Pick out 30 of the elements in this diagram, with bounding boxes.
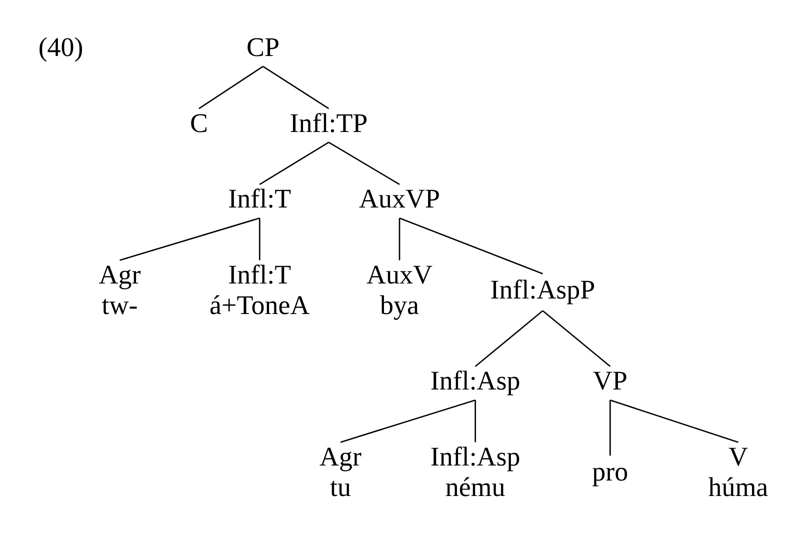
connector xyxy=(610,399,738,443)
node-text: C xyxy=(190,108,208,138)
node-text: AuxVP xyxy=(359,184,440,214)
connector xyxy=(542,310,611,367)
connector xyxy=(340,399,476,443)
node-text: Infl:Asp nému xyxy=(430,441,520,502)
node-text: AuxV bya xyxy=(366,259,432,320)
connector xyxy=(120,217,260,261)
connector xyxy=(259,142,330,185)
node-text: V húma xyxy=(708,441,768,502)
node-text: Infl:TP xyxy=(290,108,368,138)
connector xyxy=(398,218,400,260)
node-text: Infl:Asp xyxy=(430,366,520,396)
connector xyxy=(609,400,611,456)
node-text: pro xyxy=(592,456,628,487)
label: (40) xyxy=(38,32,84,62)
node-text: VP xyxy=(592,366,628,396)
node-text: Agr tu xyxy=(320,441,362,502)
node-text: CP xyxy=(246,32,280,62)
node-text: Infl:AspP xyxy=(490,274,596,305)
node-text: Infl:T xyxy=(228,184,292,214)
connector xyxy=(474,310,544,367)
connector xyxy=(198,66,264,110)
connector xyxy=(262,66,330,110)
connector xyxy=(328,142,400,185)
connector xyxy=(474,400,476,442)
node-text: Agr tw- xyxy=(98,259,141,320)
connector xyxy=(258,218,260,260)
connector xyxy=(399,217,543,274)
node-text: Infl:T á+ToneA xyxy=(210,259,310,320)
